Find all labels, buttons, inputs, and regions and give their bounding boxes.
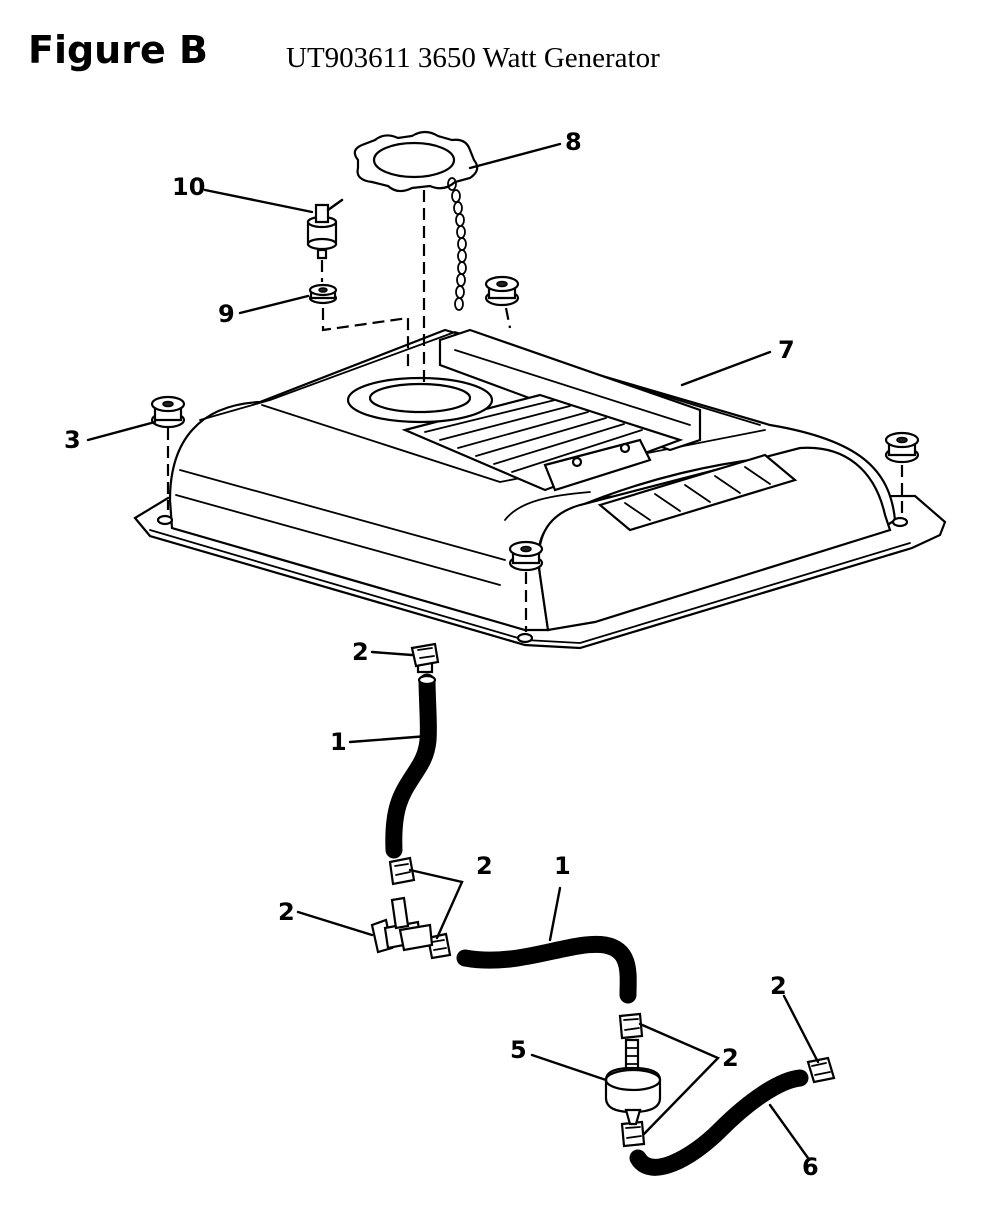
callout-2b: 2 bbox=[476, 852, 493, 880]
hose-clamp-valve bbox=[426, 932, 452, 960]
hose-clamp-mid bbox=[388, 856, 416, 886]
callout-2d: 2 bbox=[770, 972, 787, 1000]
callout-labels: 10 9 8 7 3 2 1 2 1 2 5 2 2 6 bbox=[64, 128, 819, 1181]
callout-10: 10 bbox=[172, 173, 205, 201]
callout-1a: 1 bbox=[330, 728, 347, 756]
callout-6: 6 bbox=[802, 1153, 819, 1181]
fuel-hose-outlet bbox=[629, 1069, 809, 1176]
fuel-tank bbox=[133, 328, 947, 674]
callout-5: 5 bbox=[510, 1036, 527, 1064]
callout-1b: 1 bbox=[554, 852, 571, 880]
vent-grommet bbox=[308, 283, 410, 372]
callout-4: 3 bbox=[64, 426, 81, 454]
fuel-cap bbox=[353, 130, 479, 388]
figure-label: Figure B bbox=[28, 28, 208, 72]
grommet-right bbox=[884, 431, 920, 515]
grommet-group bbox=[150, 275, 920, 632]
hose-clamp-filter-top bbox=[618, 1012, 644, 1040]
callout-2c: 2 bbox=[722, 1044, 739, 1072]
hose-clamp-end bbox=[806, 1056, 836, 1084]
leader-lines bbox=[86, 142, 820, 1160]
callout-3: 2 bbox=[278, 898, 295, 926]
vent-valve bbox=[306, 198, 344, 282]
hose-clamp-filter-bottom bbox=[620, 1120, 646, 1148]
callout-2a: 2 bbox=[352, 638, 369, 666]
fuel-filter bbox=[604, 1038, 662, 1126]
callout-9: 9 bbox=[218, 300, 235, 328]
hose-end-opening bbox=[417, 674, 437, 686]
callout-7: 7 bbox=[778, 336, 795, 364]
fuel-hose-lower bbox=[456, 935, 637, 1004]
callout-8: 8 bbox=[565, 128, 582, 156]
fuel-hose-upper bbox=[385, 673, 437, 859]
fuel-valve bbox=[370, 896, 434, 954]
grommet-left bbox=[150, 395, 186, 510]
grommet-rear bbox=[484, 275, 520, 329]
grommet-front bbox=[508, 540, 544, 632]
hose-clamp-top bbox=[410, 642, 440, 668]
figure-title: UT903611 3650 Watt Generator bbox=[286, 42, 660, 74]
